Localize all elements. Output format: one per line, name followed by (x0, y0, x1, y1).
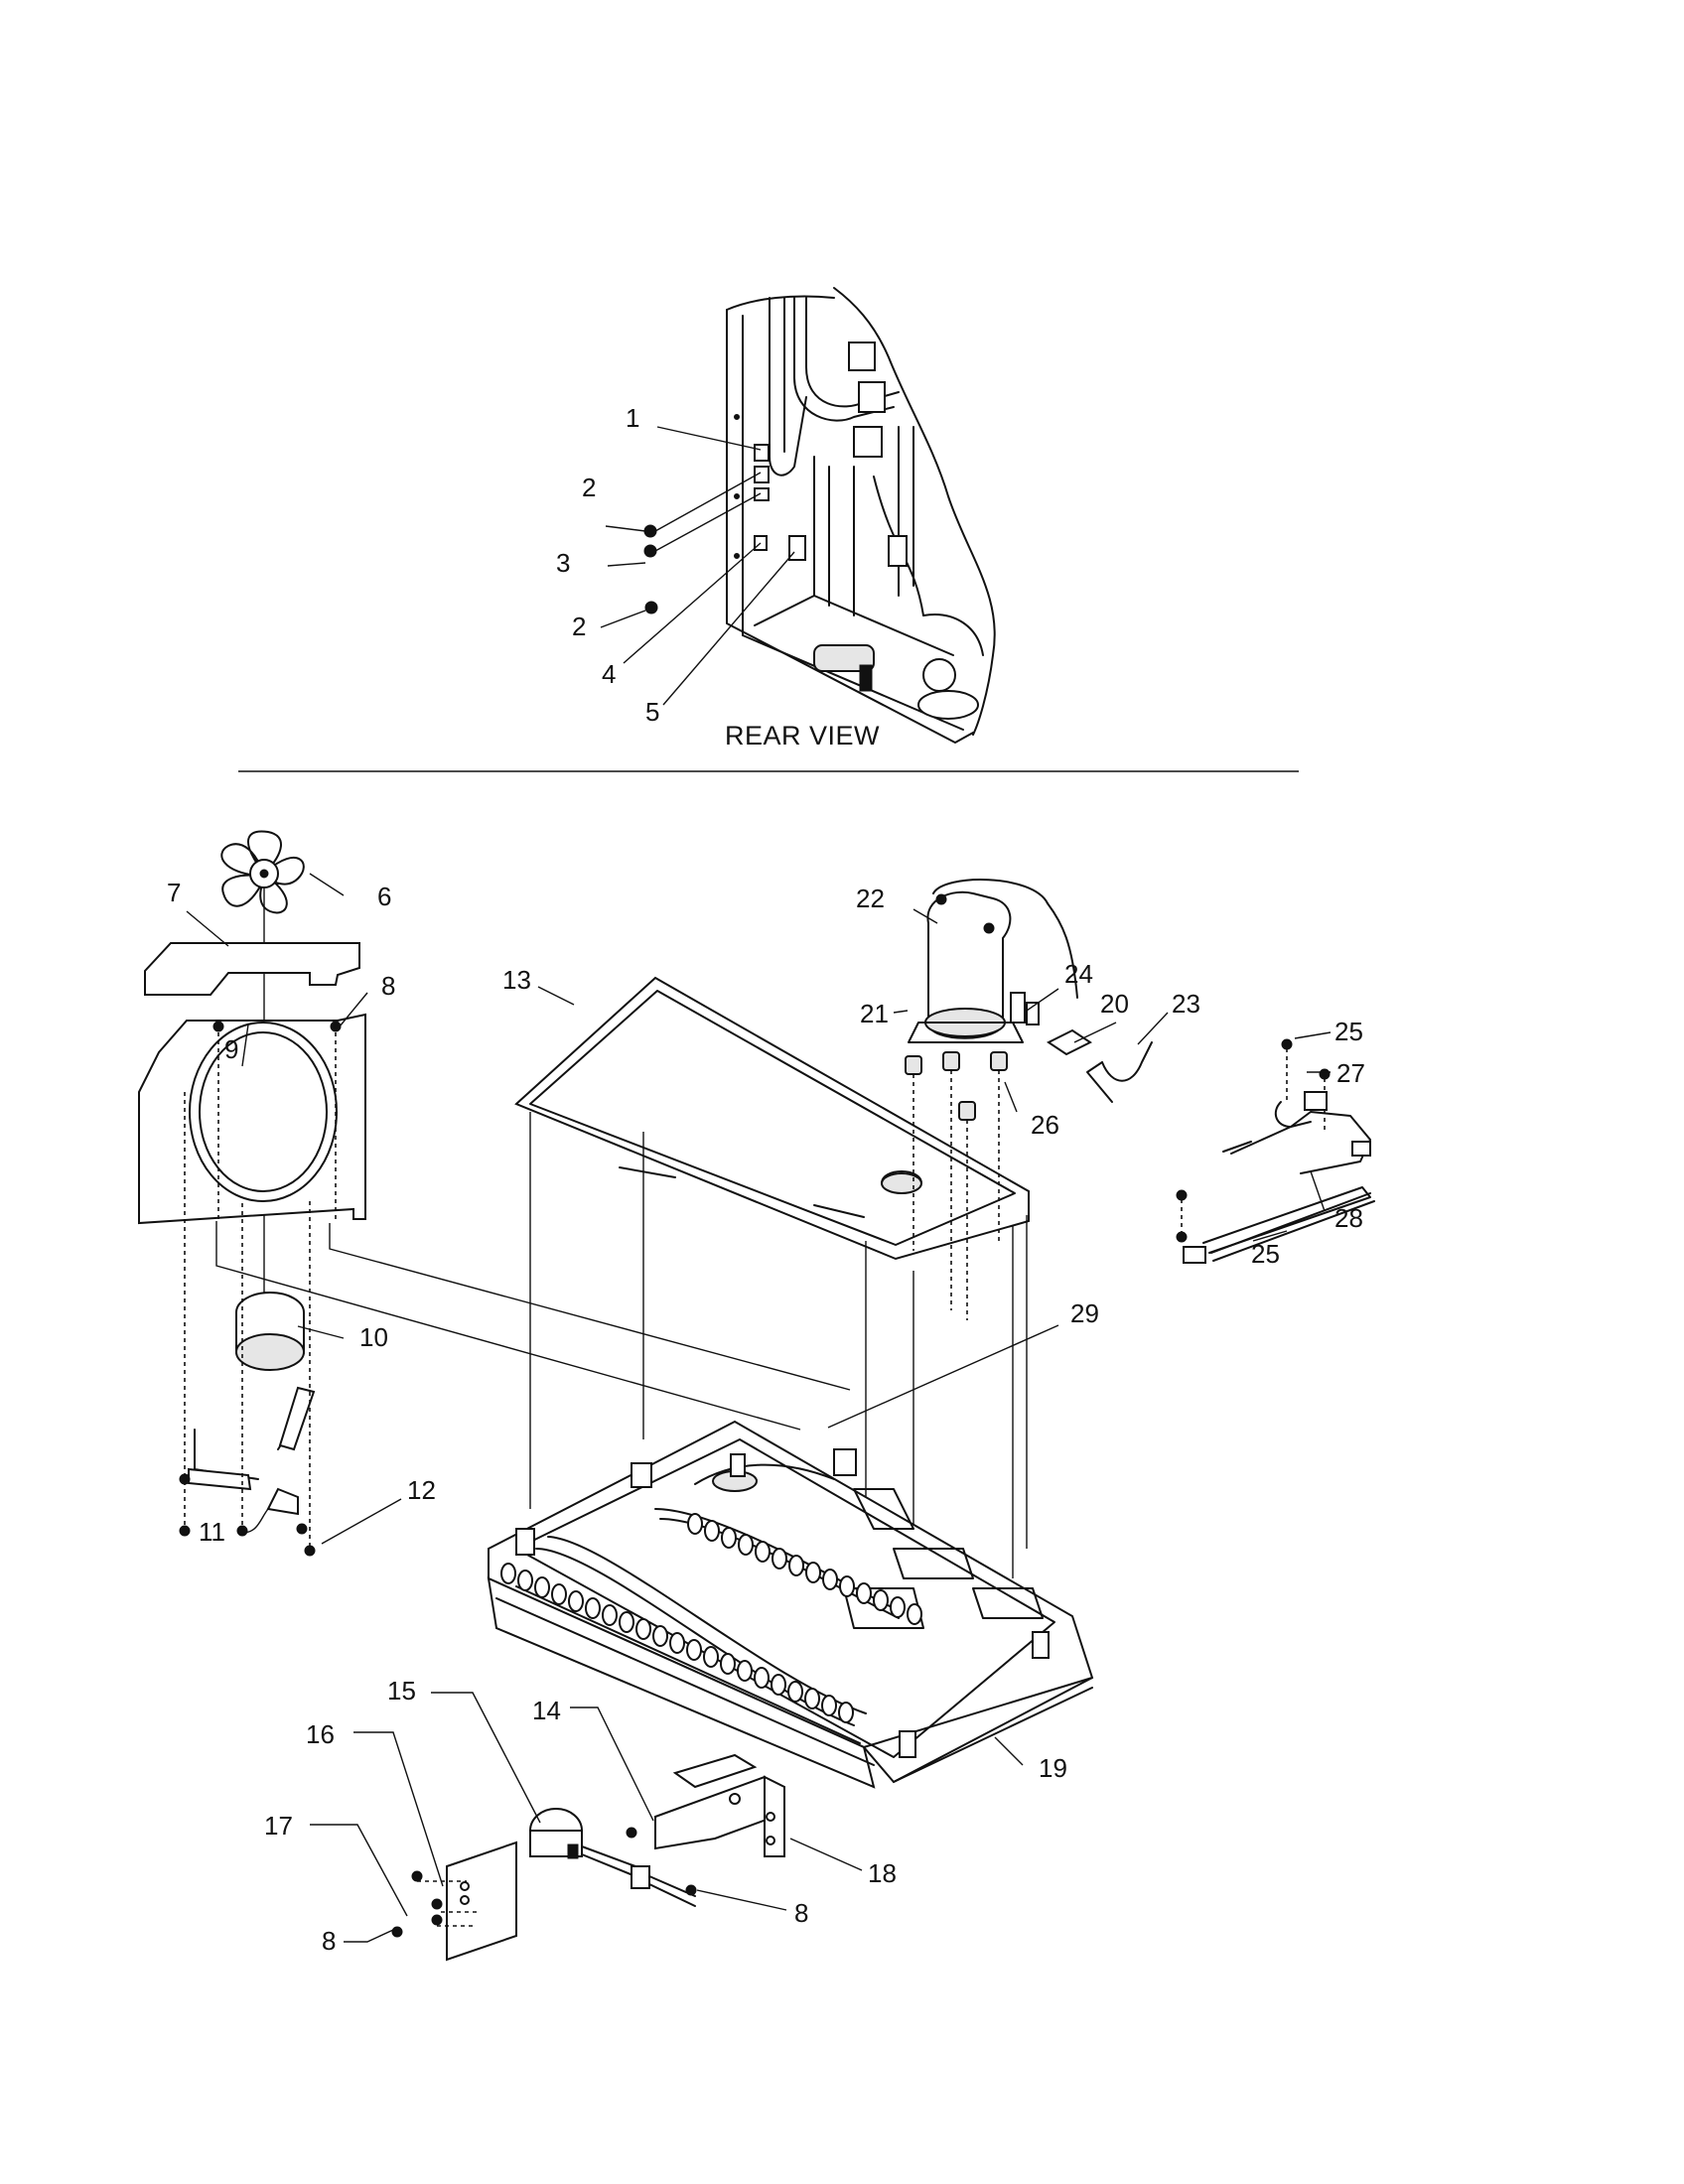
callout-6: 6 (377, 882, 391, 911)
leader-lines-rear (600, 426, 795, 706)
callout-5: 5 (645, 697, 659, 727)
callout-3: 3 (556, 548, 570, 578)
rear-view-illustration (643, 287, 996, 744)
callout-18: 18 (868, 1858, 897, 1888)
callout-13: 13 (502, 965, 531, 995)
callout-2b: 2 (572, 612, 586, 641)
compressor-grommets (905, 1051, 1008, 1121)
timer-assembly (391, 1808, 696, 1962)
callout-25b: 25 (1251, 1239, 1280, 1269)
callout-16: 16 (306, 1719, 335, 1749)
callout-29: 29 (1070, 1298, 1099, 1328)
callout-22: 22 (856, 884, 885, 913)
callout-1: 1 (626, 403, 639, 433)
drain-pan (514, 976, 1030, 1261)
callout-17: 17 (264, 1811, 293, 1841)
callout-15: 15 (387, 1676, 416, 1706)
callout-11: 11 (199, 1517, 225, 1547)
condenser-coil (500, 1508, 922, 1726)
callout-10: 10 (359, 1322, 388, 1352)
callout-8a: 8 (381, 971, 395, 1001)
leader-lines-exploded (186, 873, 1332, 1943)
callout-20: 20 (1100, 989, 1129, 1019)
fan-motor (188, 1292, 316, 1516)
fan-bracket (138, 1013, 366, 1225)
compressor (908, 879, 1153, 1103)
callout-8c: 8 (794, 1898, 808, 1928)
callout-24: 24 (1064, 959, 1093, 989)
rear-view-caption: REAR VIEW (725, 721, 880, 751)
callout-14: 14 (532, 1696, 561, 1725)
drain-pan-drop-lines (529, 1112, 1028, 1737)
callout-8b: 8 (322, 1926, 336, 1956)
callout-27: 27 (1336, 1058, 1365, 1088)
bracket-to-base-lines (215, 1221, 851, 1431)
callout-2: 2 (582, 473, 596, 502)
compressor-drop-lines (912, 1070, 1000, 1320)
callout-26: 26 (1031, 1110, 1059, 1140)
callout-19: 19 (1039, 1753, 1067, 1783)
callout-23: 23 (1172, 989, 1200, 1019)
callout-labels: 1 2 3 2 4 5 6 7 8 9 10 11 12 13 14 15 16… (167, 403, 1365, 1956)
callout-25a: 25 (1334, 1017, 1363, 1046)
fan-shroud-cover (144, 942, 360, 996)
callout-4: 4 (602, 659, 616, 689)
base-pan (487, 1420, 1094, 1789)
callout-28: 28 (1334, 1203, 1363, 1233)
dashed-mount-lines-left (184, 1032, 337, 1549)
callout-9: 9 (224, 1034, 238, 1064)
callout-7: 7 (167, 878, 181, 907)
callout-21: 21 (860, 999, 889, 1028)
callout-12: 12 (407, 1475, 436, 1505)
wire-harness (1176, 1038, 1375, 1264)
mounting-bracket (626, 1753, 785, 1896)
